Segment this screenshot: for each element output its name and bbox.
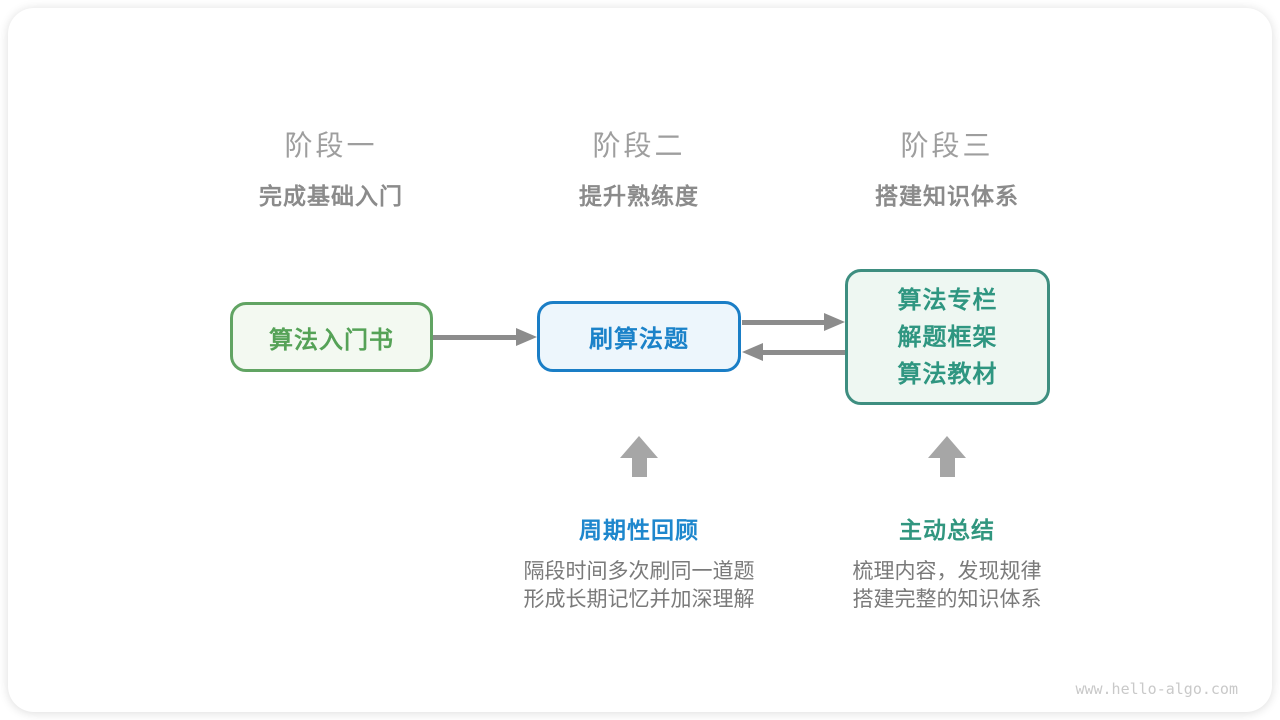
arrow-line bbox=[433, 334, 520, 340]
stage-3-subtitle: 搭建知识体系 bbox=[875, 183, 1019, 209]
stage-1-title: 阶段一 bbox=[284, 130, 378, 161]
node-practice-problems: 刷算法题 bbox=[537, 301, 741, 372]
arrow-up-icon bbox=[620, 436, 658, 477]
annotation-review-desc-line-2: 形成长期记忆并加深理解 bbox=[523, 588, 755, 611]
watermark-url: www.hello-algo.com bbox=[1075, 680, 1238, 698]
node-resources-line-1: 算法专栏 bbox=[897, 286, 998, 314]
arrow-stem bbox=[939, 458, 955, 477]
node-intro-book-label: 算法入门书 bbox=[269, 326, 394, 354]
node-resources-line-3: 算法教材 bbox=[897, 360, 998, 388]
annotation-summary-desc: 梳理内容，发现规律 搭建完整的知识体系 bbox=[787, 558, 1107, 614]
stage-2-subtitle: 提升熟练度 bbox=[579, 183, 699, 209]
stage-1-subtitle: 完成基础入门 bbox=[259, 183, 403, 209]
arrow-up-icon bbox=[928, 436, 966, 477]
arrow-right-icon bbox=[433, 328, 537, 346]
node-intro-book: 算法入门书 bbox=[230, 302, 433, 372]
annotation-review-label: 周期性回顾 bbox=[579, 517, 699, 543]
arrow-right-icon bbox=[742, 313, 845, 331]
arrow-left-icon bbox=[742, 343, 845, 361]
arrow-head-right-icon bbox=[516, 328, 537, 346]
annotation-review-desc-line-1: 隔段时间多次刷同一道题 bbox=[523, 560, 755, 583]
stage-3-title: 阶段三 bbox=[900, 130, 994, 161]
arrow-stem bbox=[631, 458, 647, 477]
annotation-summary-desc-line-1: 梳理内容，发现规律 bbox=[852, 560, 1042, 583]
annotation-summary-desc-line-2: 搭建完整的知识体系 bbox=[852, 588, 1042, 611]
annotation-review-desc: 隔段时间多次刷同一道题 形成长期记忆并加深理解 bbox=[479, 558, 799, 614]
arrow-line bbox=[759, 349, 845, 355]
node-knowledge-resources: 算法专栏 解题框架 算法教材 bbox=[845, 269, 1050, 405]
arrow-head-right-icon bbox=[824, 313, 845, 331]
node-resources-line-2: 解题框架 bbox=[897, 323, 998, 351]
node-practice-problems-label: 刷算法题 bbox=[589, 326, 689, 353]
arrow-head-left-icon bbox=[742, 343, 763, 361]
arrow-head-up-icon bbox=[620, 436, 658, 458]
annotation-summary-label: 主动总结 bbox=[899, 517, 995, 543]
arrow-line bbox=[742, 319, 828, 325]
arrow-head-up-icon bbox=[928, 436, 966, 458]
stage-2-title: 阶段二 bbox=[592, 130, 686, 161]
